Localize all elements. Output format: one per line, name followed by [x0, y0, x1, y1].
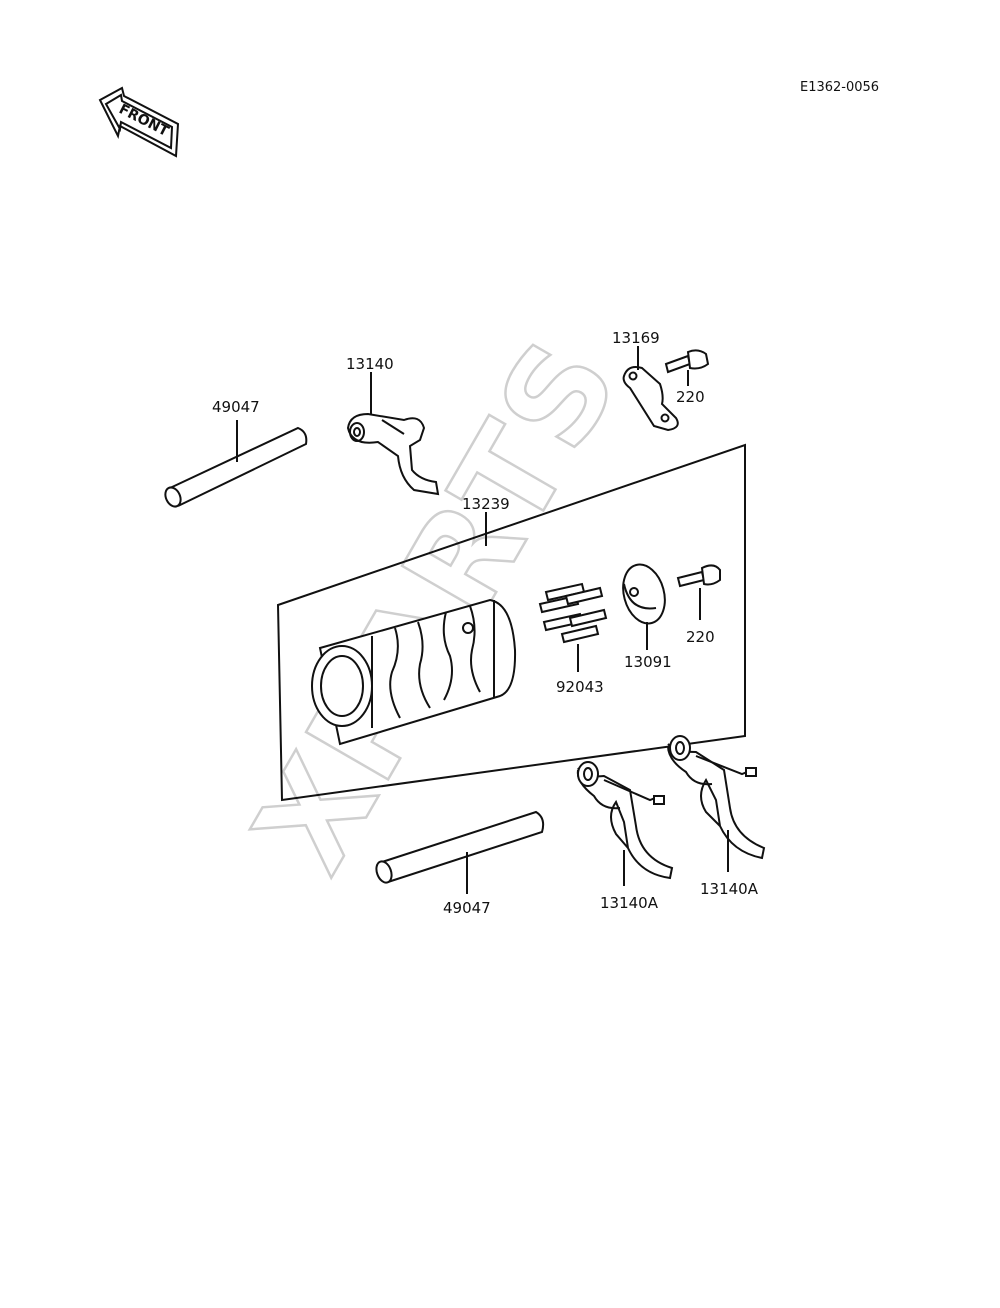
label-pins: 92043 [556, 678, 604, 696]
label-fork-lower-right: 13140A [700, 880, 759, 898]
plate [622, 346, 679, 432]
fork-upper [346, 372, 440, 496]
label-plate: 13169 [612, 329, 660, 347]
label-bolt-plate: 220 [676, 388, 705, 406]
shift-drum [311, 598, 517, 746]
label-fork-lower-left: 13140A [600, 894, 659, 912]
label-shaft-upper: 49047 [212, 398, 260, 416]
fork-lower-left [576, 761, 674, 886]
cam [622, 563, 666, 650]
diagram-code: E1362-0056 [800, 80, 879, 95]
label-fork-upper: 13140 [346, 355, 394, 373]
svg-text:XPARTS: XPARTS [225, 313, 649, 895]
bolt-plate [664, 349, 710, 386]
label-cam: 13091 [624, 653, 672, 671]
watermark: XPARTS [224, 312, 651, 897]
shaft-upper [164, 420, 308, 508]
label-shaft-lower: 49047 [443, 899, 491, 917]
pins [538, 582, 608, 672]
fork-lower-right [667, 735, 766, 872]
label-drum-assembly: 13239 [462, 495, 510, 513]
front-arrow-icon: FRONT [98, 86, 180, 158]
shaft-lower [375, 810, 545, 894]
label-bolt-cam: 220 [686, 628, 715, 646]
drum-assembly-frame [276, 443, 746, 802]
bolt-cam [676, 564, 721, 620]
